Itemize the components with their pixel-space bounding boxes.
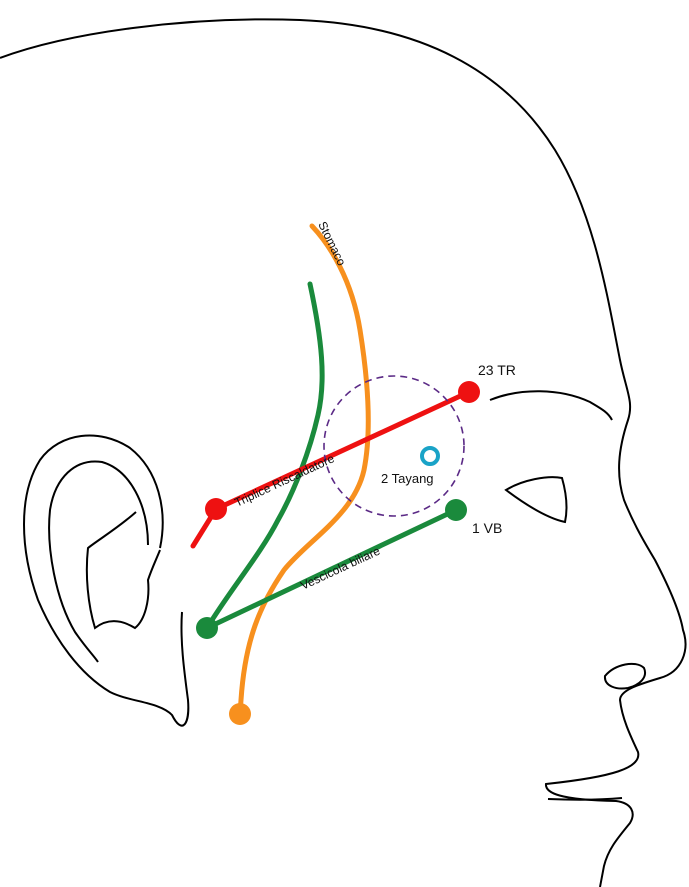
temple-zone-circle [323,375,465,517]
ear-outer [23,434,190,727]
point-tayang-ring [420,446,440,466]
vescicola-ear-dot [196,617,218,639]
triplice-ear-dot [205,498,227,520]
eye [504,476,568,524]
stomaco-meridian-line [237,223,371,717]
label-stomaco: Stomaco [315,219,348,268]
label-vescicola: Vescicola biliare [298,544,382,593]
mouth-line [547,797,623,801]
triplice-upper-line [214,389,471,512]
point-1vb-dot [445,499,467,521]
head-outline [0,18,687,887]
ear-antihelix [85,511,161,630]
ear-inner [48,460,149,663]
label-1vb: 1 VB [472,520,502,536]
label-triplice: Triplice Riscaldatore [232,451,336,510]
label-tayang: 2 Tayang [381,471,434,486]
nostril [603,662,646,690]
vescicola-lower-line [205,507,458,631]
label-23tr: 23 TR [478,362,516,378]
point-23tr-dot [458,381,480,403]
stomaco-end-dot [229,703,251,725]
eyebrow [489,390,613,421]
